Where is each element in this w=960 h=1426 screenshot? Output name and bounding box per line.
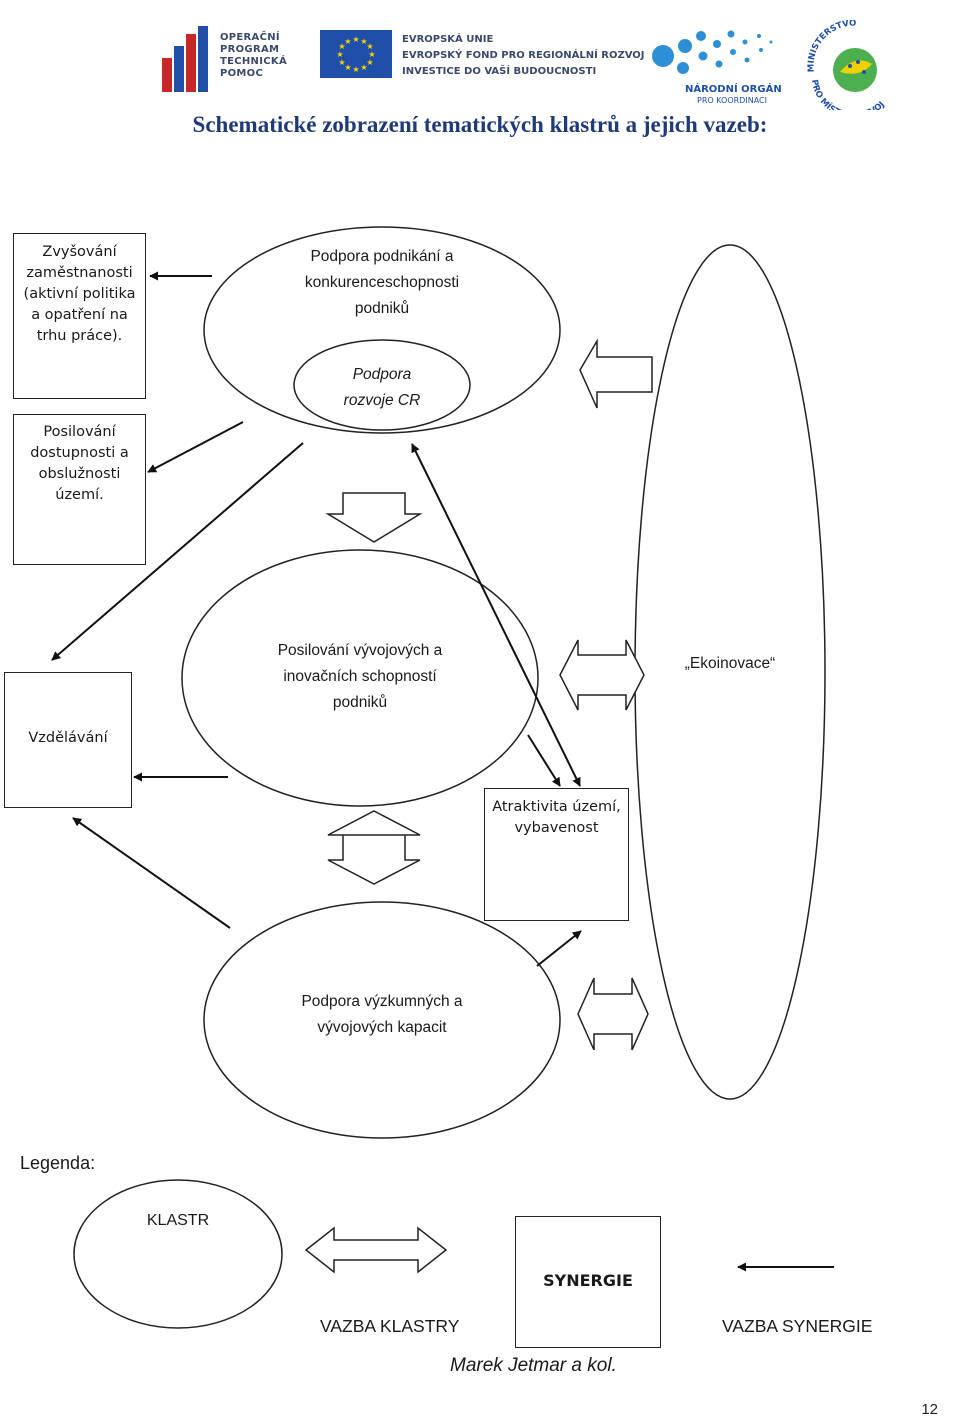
label-line: Podpora výzkumných a (301, 993, 463, 1010)
eu-line: EVROPSKÝ FOND PRO REGIONÁLNÍ ROZVOJ (402, 50, 645, 61)
node-dostupnost-label: Posilování dostupnosti a obslužnosti úze… (30, 424, 129, 503)
narodni-organ-logo: NÁRODNÍ ORGÁN PRO KOORDINACI (645, 24, 782, 110)
node-atraktivita: Atraktivita území, vybavenost (484, 788, 629, 921)
svg-text:★: ★ (344, 37, 351, 46)
author-credit: Marek Jetmar a kol. (450, 1355, 617, 1376)
logo-bar (174, 46, 184, 92)
label-line: rozvoje CR (343, 392, 421, 409)
cluster-rozvoj-cr (293, 339, 471, 431)
no-logo-line2: PRO KOORDINACI (697, 96, 767, 105)
svg-text:★: ★ (338, 58, 345, 67)
dots-icon (652, 30, 773, 74)
cluster-vyzkum-label: Podpora výzkumných a vývojových kapacit (232, 989, 532, 1041)
svg-text:★: ★ (344, 63, 351, 72)
logo-bar (186, 34, 196, 92)
cluster-inovace-label: Posilování vývojových a inovačních schop… (210, 638, 510, 716)
cluster-ekoinovace-label: „Ekoinovace“ (684, 655, 776, 672)
node-vzdelavani-label: Vzdělávání (28, 730, 108, 746)
cluster-podnikani (203, 226, 561, 434)
svg-text:★: ★ (352, 35, 359, 44)
svg-text:★: ★ (360, 63, 367, 72)
block-arrow-left (579, 338, 653, 409)
node-zamestnanost: Zvyšování zaměstnanosti (aktivní politik… (13, 233, 146, 399)
block-arrow-horizontal-double (577, 977, 649, 1051)
svg-text:★: ★ (336, 50, 343, 59)
legend-cluster-link-arrow (304, 1226, 448, 1274)
svg-text:★: ★ (366, 58, 373, 67)
legend-synergy-box: SYNERGIE (515, 1216, 661, 1348)
cluster-podnikani-label: Podpora podnikání a konkurenceschopnosti… (232, 244, 532, 322)
no-logo-line1: NÁRODNÍ ORGÁN (685, 84, 782, 95)
logo-bar (162, 58, 172, 92)
label-line: inovačních schopností (283, 668, 437, 685)
label-line: Podpora podnikání a (310, 248, 454, 265)
node-vzdelavani: Vzdělávání (4, 672, 132, 808)
legend-synergy-label: SYNERGIE (543, 1271, 633, 1290)
eu-line: INVESTICE DO VAŠÍ BUDOUCNOSTI (402, 66, 597, 77)
legend-cluster-label: KLASTR (146, 1212, 210, 1229)
op-logo-text: OPERAČNÍ PROGRAM TECHNICKÁ POMOC (220, 32, 287, 79)
eu-logo-text: EVROPSKÁ UNIE EVROPSKÝ FOND PRO REGIONÁL… (402, 32, 645, 80)
svg-text:★: ★ (368, 50, 375, 59)
svg-text:★: ★ (338, 42, 345, 51)
eu-line: EVROPSKÁ UNIE (402, 34, 494, 45)
node-atraktivita-label: Atraktivita území, vybavenost (492, 799, 621, 836)
legend-synergy-link-label: VAZBA SYNERGIE (722, 1316, 873, 1336)
eu-logo: ★★★★ ★★★★ ★★★★ EVROPSKÁ UNIE EVROPSKÝ FO… (320, 28, 645, 88)
label-line: podniků (354, 300, 410, 317)
block-arrow-horizontal-double (559, 639, 645, 711)
arrow-rozvoj-cr-atraktivita (411, 443, 581, 787)
label-line: konkurenceschopnosti (304, 274, 460, 291)
legend-cluster-shape (73, 1179, 283, 1329)
node-zamestnanost-label: Zvyšování zaměstnanosti (aktivní politik… (23, 244, 136, 344)
svg-text:★: ★ (366, 42, 373, 51)
block-arrow-down (325, 492, 423, 543)
logo-bar (198, 26, 208, 92)
header-logos: OPERAČNÍ PROGRAM TECHNICKÁ POMOC ★★★★ ★★… (150, 10, 910, 121)
cluster-rozvoj-cr-label: Podpora rozvoje CR (302, 362, 462, 414)
cluster-vyzkum (203, 901, 561, 1139)
arrow-to-dostupnost (147, 421, 244, 473)
op-technicka-pomoc-logo: OPERAČNÍ PROGRAM TECHNICKÁ POMOC (158, 16, 298, 92)
legend-cluster-link-label: VAZBA KLASTRY (320, 1316, 460, 1336)
page-title: Schematické zobrazení tematických klastr… (192, 112, 768, 137)
eu-flag-icon: ★★★★ ★★★★ ★★★★ (320, 30, 392, 78)
node-dostupnost: Posilování dostupnosti a obslužnosti úze… (13, 414, 146, 565)
legend-heading: Legenda: (20, 1153, 96, 1173)
arrow-to-vzdelavani (51, 442, 304, 661)
label-line: podniků (332, 694, 388, 711)
svg-text:★: ★ (352, 65, 359, 74)
label-line: Posilování vývojových a (277, 642, 443, 659)
page-number: 12 (921, 1401, 938, 1418)
block-arrow-vertical-double (327, 810, 421, 885)
label-line: Podpora (352, 366, 412, 383)
arrow-to-atraktivita (527, 734, 561, 787)
label-line: vývojových kapacit (317, 1019, 447, 1036)
svg-text:★: ★ (360, 37, 367, 46)
arrow-to-vzdelavani (72, 817, 231, 929)
arrow-to-atraktivita (536, 930, 582, 967)
